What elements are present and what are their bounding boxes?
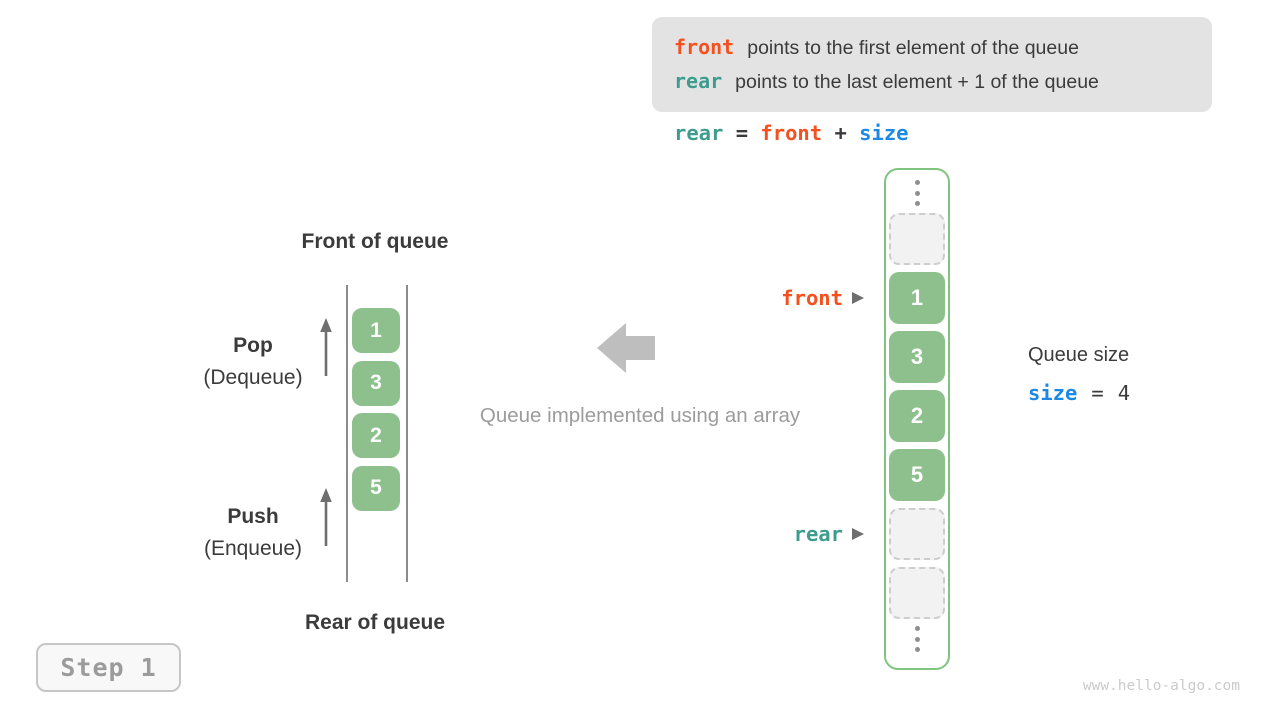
front-definition: front points to the first element of the…	[674, 35, 1212, 60]
array-cell-value: 5	[889, 449, 945, 501]
dot	[914, 636, 920, 642]
formula-part: front	[760, 121, 823, 145]
array-cell-value: 1	[889, 272, 945, 324]
enqueue-label: (Enqueue)	[203, 537, 303, 560]
dot	[914, 201, 920, 206]
dot	[914, 180, 920, 185]
ellipsis-dots-icon	[914, 626, 920, 652]
queue-channel-right-line	[406, 285, 408, 582]
queue-size-label: Queue size	[1028, 344, 1130, 366]
rear-pointer-arrow-icon	[852, 528, 864, 540]
front-definition-text: points to the first element of the queue	[747, 37, 1079, 59]
size-value: 4	[1117, 381, 1131, 405]
size-equals: =	[1091, 381, 1104, 405]
dot	[914, 190, 920, 196]
front-pointer-label: front	[781, 286, 843, 310]
dot	[914, 626, 920, 631]
formula-part: +	[822, 121, 860, 145]
array-cell-value: 2	[889, 390, 945, 442]
front-keyword: front	[674, 35, 735, 59]
array-cell-value: 3	[889, 331, 945, 383]
formula: rear = front + size	[674, 121, 909, 145]
push-label-block: Push (Enqueue)	[165, 505, 341, 561]
definition-box: front points to the first element of the…	[652, 17, 1212, 112]
array-cell-empty	[889, 508, 945, 560]
formula-part: =	[723, 121, 761, 145]
left-arrow-icon	[597, 323, 655, 373]
watermark: www.hello-algo.com	[1082, 678, 1240, 694]
center-caption: Queue implemented using an array	[479, 404, 801, 427]
queue-cells: 1 3 2 5	[352, 308, 400, 511]
rear-pointer-label: rear	[793, 522, 843, 546]
queue-cell: 2	[352, 413, 400, 458]
queue-cell: 5	[352, 465, 400, 511]
array-cell-empty	[889, 567, 945, 619]
front-pointer-arrow-icon	[852, 292, 864, 304]
formula-part: rear	[674, 121, 724, 145]
queue-cell: 3	[352, 360, 400, 406]
array-column: 1 3 2 5	[884, 168, 950, 670]
pop-up-arrow-icon	[319, 318, 333, 383]
size-variable: size	[1028, 381, 1078, 405]
size-equation: size = 4	[1028, 381, 1130, 405]
rear-keyword: rear	[674, 69, 723, 93]
pop-label: Pop	[233, 334, 273, 357]
queue-cell: 1	[352, 308, 400, 353]
pop-label-block: Pop (Dequeue)	[165, 334, 341, 390]
dequeue-label: (Dequeue)	[203, 366, 303, 389]
dot	[914, 647, 920, 652]
rear-definition: rear points to the last element + 1 of t…	[674, 69, 1212, 94]
formula-part: size	[859, 121, 909, 145]
array-cell-empty	[889, 213, 945, 265]
queue-size-block: Queue size size = 4	[1028, 344, 1130, 405]
rear-of-queue-label: Rear of queue	[304, 611, 446, 634]
queue-channel-left-line	[346, 285, 348, 582]
rear-definition-text: points to the last element + 1 of the qu…	[735, 71, 1099, 93]
step-badge: Step 1	[36, 643, 181, 692]
push-up-arrow-icon	[319, 488, 333, 553]
front-of-queue-label: Front of queue	[301, 230, 449, 253]
ellipsis-dots-icon	[914, 180, 920, 206]
push-label: Push	[227, 505, 279, 528]
front-pointer: front	[781, 286, 864, 310]
rear-pointer: rear	[794, 522, 864, 546]
